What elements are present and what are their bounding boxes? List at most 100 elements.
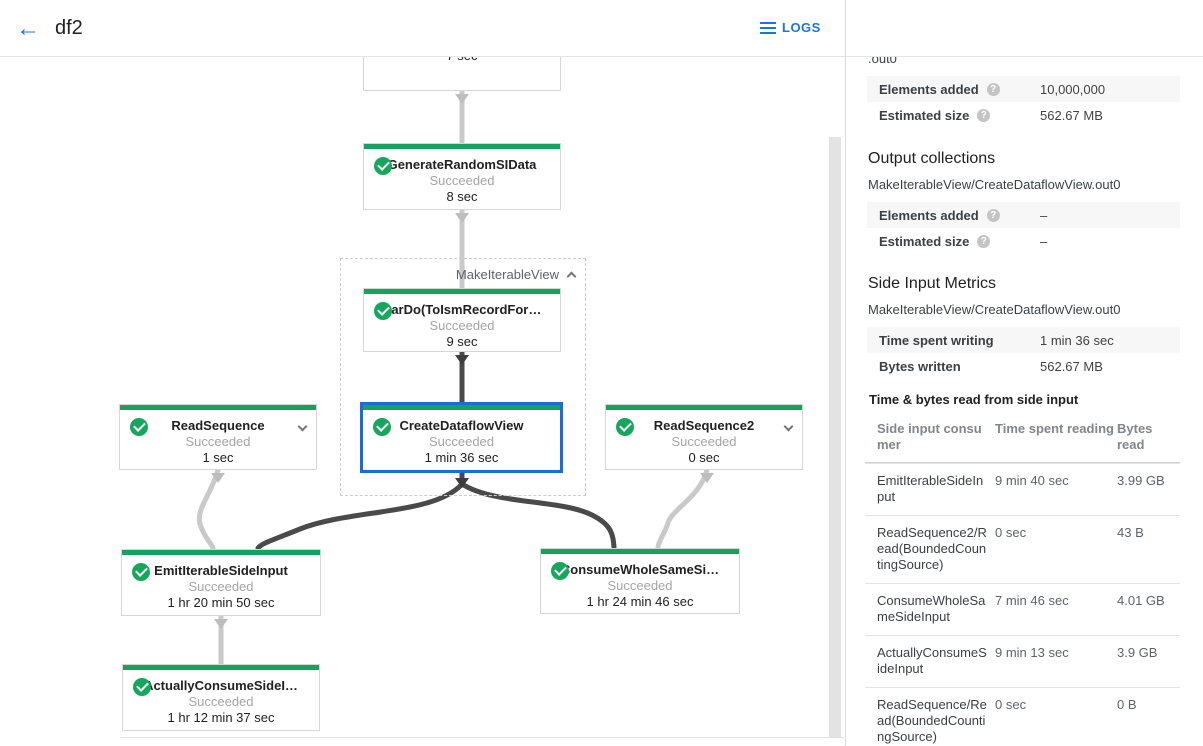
kv-label: Elements added	[879, 207, 979, 223]
node-actuallyconsumesideinput[interactable]: ActuallyConsumeSideI… Succeeded 1 hr 12 …	[122, 664, 320, 731]
help-icon[interactable]: ?	[986, 82, 1000, 96]
cell-time: 9 min 13 sec	[995, 645, 1069, 660]
kv-label: Estimated size	[879, 233, 970, 249]
cell-consumer: ReadSequence2/Read(BoundedCountingSource…	[877, 525, 987, 572]
panel-divider	[845, 0, 846, 746]
node-readsequence[interactable]: ReadSequence Succeeded 1 sec	[119, 404, 317, 470]
horizontal-scrollbar[interactable]	[120, 737, 844, 738]
table-row: ActuallyConsumeSideInput 9 min 13 sec 3.…	[865, 635, 1180, 687]
node-consumewholesamesideinput[interactable]: ConsumeWholeSameSi… Succeeded 1 hr 24 mi…	[540, 548, 740, 614]
check-icon	[132, 563, 150, 581]
back-arrow-icon[interactable]: ←	[16, 15, 40, 42]
cell-time: 7 min 46 sec	[995, 593, 1069, 608]
logs-list-icon	[760, 21, 776, 34]
node-status: Succeeded	[185, 434, 251, 449]
col-header-time: Time spent reading	[995, 421, 1114, 436]
node-status: Succeeded	[429, 318, 495, 333]
kv-label: Elements added	[879, 81, 979, 97]
status-bar	[364, 289, 560, 294]
check-icon	[373, 418, 391, 436]
side-input-write-table: Time spent writing 1 min 36 sec Bytes wr…	[867, 327, 1180, 379]
cell-time: 0 sec	[995, 525, 1027, 540]
node-name: ParDo(ToIsmRecordFor…	[382, 302, 542, 317]
node-emititerablesideinput[interactable]: EmitIterableSideInput Succeeded 1 hr 20 …	[121, 549, 321, 616]
cell-consumer: ActuallyConsumeSideInput	[877, 645, 987, 676]
kv-row-bytes-written: Bytes written 562.67 MB	[867, 353, 1180, 379]
node-duration: 8 sec	[446, 189, 478, 204]
status-bar	[122, 550, 320, 555]
cell-consumer: ConsumeWholeSameSideInput	[877, 593, 986, 624]
kv-row-elements-added: Elements added? 10,000,000	[867, 76, 1180, 102]
node-duration: 7 sec	[364, 57, 560, 64]
cell-consumer: EmitIterableSideInput	[877, 473, 984, 504]
node-name: GenerateRandomSIData	[387, 157, 537, 172]
kv-row-time-spent-writing: Time spent writing 1 min 36 sec	[867, 327, 1180, 353]
node-duration: 1 hr 12 min 37 sec	[167, 710, 275, 725]
check-icon	[374, 302, 392, 320]
output-collection-name: MakeIterableView/CreateDataflowView.out0	[868, 177, 1121, 192]
app-bar: ← df2 LOGS	[0, 0, 1203, 57]
kv-value: 1 min 36 sec	[1040, 332, 1114, 348]
status-bar	[120, 405, 316, 410]
kv-label: Time spent writing	[879, 332, 994, 348]
status-bar	[541, 549, 739, 554]
kv-value: –	[1040, 207, 1048, 223]
check-icon	[374, 157, 392, 175]
node-duration: 1 sec	[202, 450, 234, 465]
output-collections-heading: Output collections	[868, 150, 996, 167]
group-label-text: MakeIterableView	[455, 267, 559, 282]
node-name: EmitIterableSideInput	[154, 563, 288, 578]
node-top-clipped[interactable]: Succeeded 7 sec	[363, 57, 561, 91]
clipped-collection-name: .out0	[868, 57, 897, 66]
pipeline-edges	[196, 88, 714, 667]
help-icon[interactable]: ?	[977, 108, 991, 122]
kv-row-estimated-size: Estimated size? 562.67 MB	[867, 102, 1180, 128]
node-status: Succeeded	[188, 579, 254, 594]
help-icon[interactable]: ?	[977, 234, 991, 248]
status-bar	[363, 405, 560, 410]
node-generaterandomsidata[interactable]: GenerateRandomSIData Succeeded 8 sec	[363, 143, 561, 210]
check-icon	[616, 418, 634, 436]
side-input-table: Side input consumer Time spent reading B…	[865, 413, 1180, 746]
group-makeiterableview[interactable]: MakeIterableView	[340, 258, 586, 496]
cell-time: 0 sec	[995, 697, 1027, 712]
node-name: ReadSequence2	[653, 418, 755, 433]
table-row: ReadSequence2/Read(BoundedCountingSource…	[865, 515, 1180, 583]
node-name: ActuallyConsumeSideI…	[144, 678, 298, 693]
chevron-up-icon	[566, 271, 577, 282]
table-row: ConsumeWholeSameSideInput 7 min 46 sec 4…	[865, 583, 1180, 635]
node-createdataflowview[interactable]: CreateDataflowView Succeeded 1 min 36 se…	[360, 402, 563, 473]
status-bar	[364, 144, 560, 149]
node-duration: 1 hr 20 min 50 sec	[167, 595, 275, 610]
table-header-row: Side input consumer Time spent reading B…	[865, 413, 1180, 463]
node-duration: 9 sec	[446, 334, 478, 349]
table-row: EmitIterableSideInput 9 min 40 sec 3.99 …	[865, 463, 1180, 515]
node-duration: 1 hr 24 min 46 sec	[586, 594, 694, 609]
help-icon[interactable]: ?	[986, 208, 1000, 222]
logs-button[interactable]: LOGS	[760, 20, 821, 35]
vertical-scrollbar[interactable]	[829, 137, 841, 737]
kv-label: Estimated size	[879, 107, 970, 123]
cell-bytes: 0 B	[1117, 697, 1137, 712]
chevron-down-icon[interactable]	[783, 417, 794, 435]
step-panel: Step .out0 Elements added? 10,000,000 Es…	[846, 0, 1203, 746]
kv-value: 10,000,000	[1040, 81, 1106, 97]
cell-bytes: 3.9 GB	[1117, 645, 1158, 660]
side-input-table-heading: Time & bytes read from side input	[869, 392, 1079, 407]
node-status: Succeeded	[428, 434, 495, 449]
output-metrics-table: Elements added? – Estimated size? –	[867, 202, 1180, 254]
node-readsequence2[interactable]: ReadSequence2 Succeeded 0 sec	[605, 404, 803, 470]
col-header-consumer: Side input consumer	[877, 421, 982, 452]
cell-bytes: 3.99 GB	[1117, 473, 1165, 488]
node-duration: 1 min 36 sec	[424, 450, 499, 465]
chevron-down-icon[interactable]	[297, 417, 308, 435]
node-pardo-toismrecord[interactable]: ParDo(ToIsmRecordFor… Succeeded 9 sec	[363, 288, 561, 352]
check-icon	[551, 562, 569, 580]
node-status: Succeeded	[188, 694, 254, 709]
step-panel-body: .out0 Elements added? 10,000,000 Estimat…	[846, 57, 1203, 746]
pipeline-canvas[interactable]: MakeIterableView Succeeded 7 sec Generat…	[0, 57, 845, 746]
status-bar	[606, 405, 802, 410]
kv-row-elements-added: Elements added? –	[867, 202, 1180, 228]
logs-button-label: LOGS	[782, 20, 821, 35]
group-label[interactable]: MakeIterableView	[455, 267, 577, 282]
